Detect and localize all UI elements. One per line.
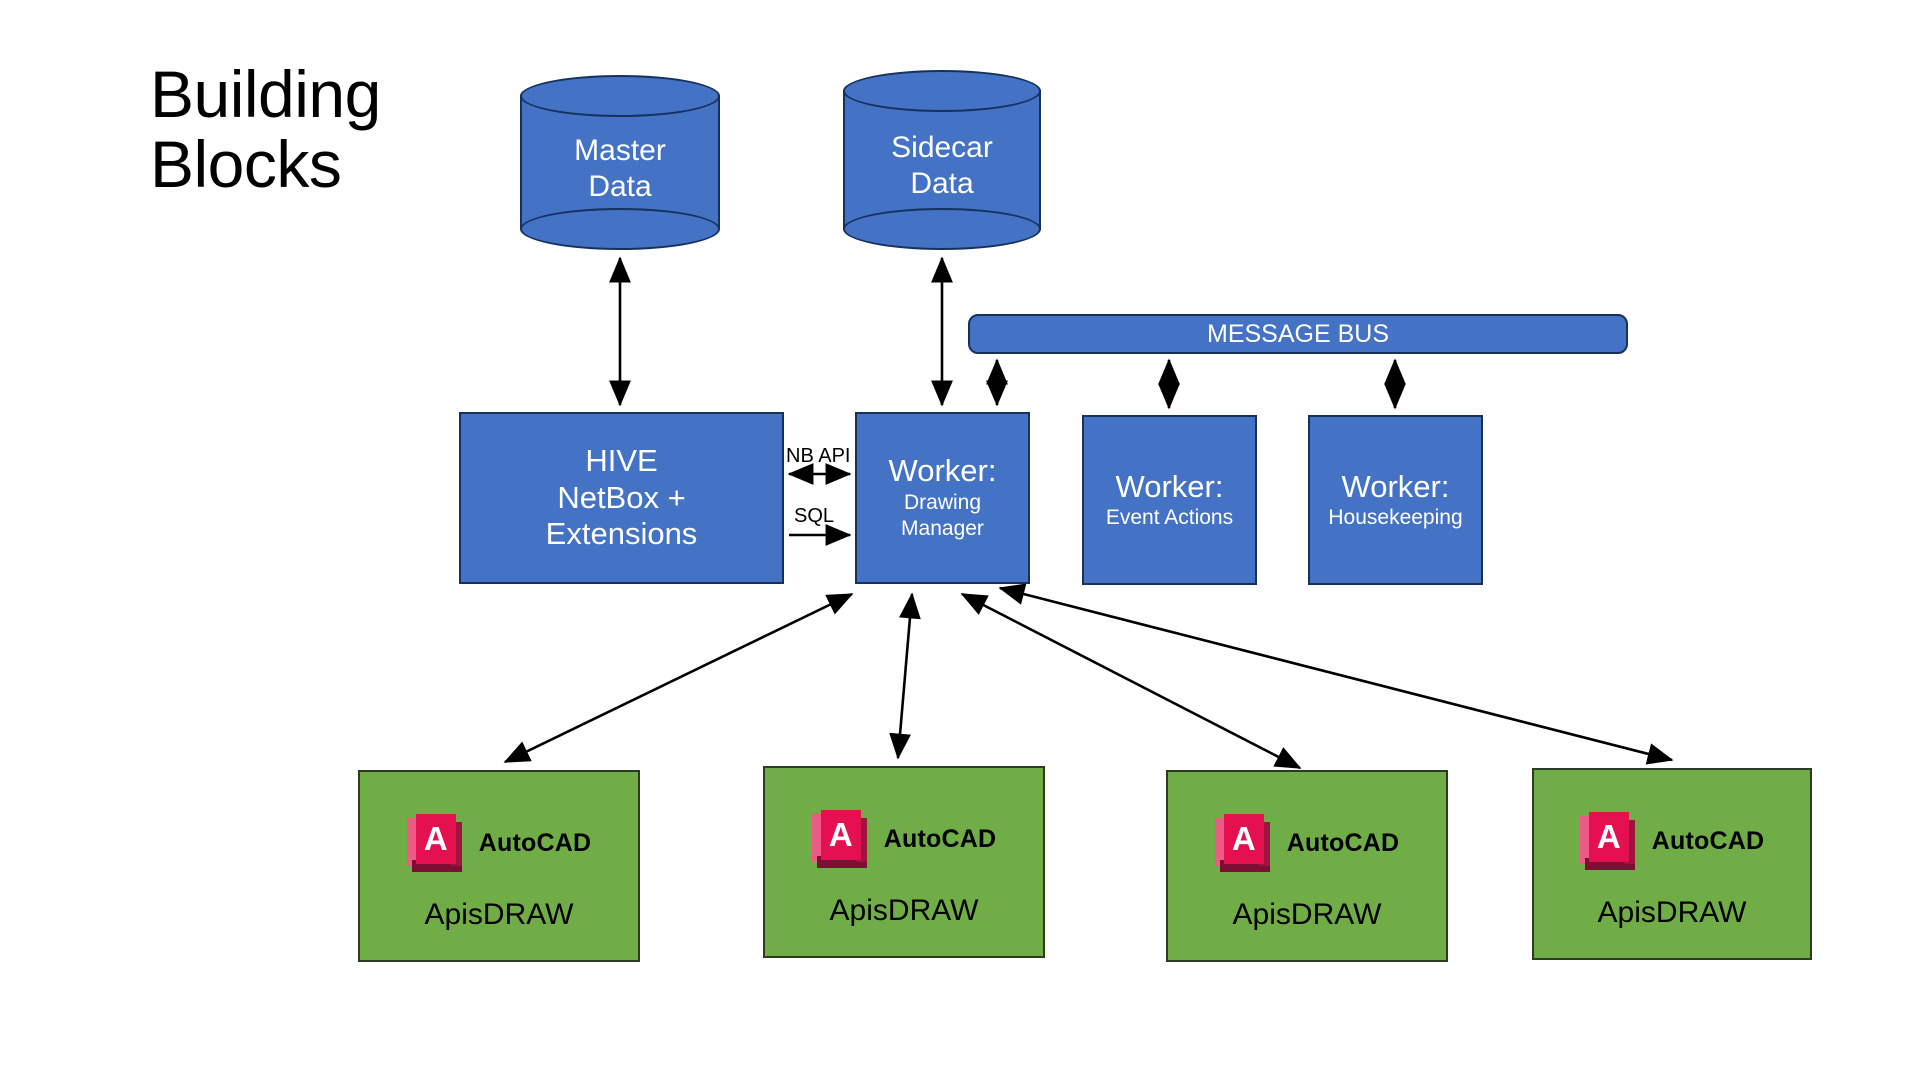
worker-housekeeping[interactable]: Worker: Housekeeping [1308,415,1483,585]
cylinder-bottom [843,208,1041,250]
connector-drawing-manager-to-client-1 [503,592,854,764]
hive-line-2: NetBox + [557,479,686,515]
worker-housekeeping-title: Worker: [1341,468,1450,504]
page-title-line-2: Blocks [150,126,342,201]
message-bus[interactable]: MESSAGE BUS [968,314,1628,354]
autocad-product-label: AutoCAD [1651,826,1765,855]
hive-line-3: Extensions [545,516,698,552]
worker-drawing-manager-sub-2: Manager [901,517,984,541]
sidecar-data-store-line-1: Sidecar [891,130,993,164]
apisdraw-label: ApisDRAW [424,898,574,931]
apisdraw-label: ApisDRAW [829,894,979,927]
worker-drawing-manager-sub-1: Drawing [903,491,982,515]
hive-netbox-node[interactable]: HIVE NetBox + Extensions [459,412,784,584]
autocad-logo-side [1623,820,1635,864]
worker-event-actions-title: Worker: [1115,468,1224,504]
sidecar-data-store-line-2: Data [910,166,974,200]
connector-drawing-manager-to-client-4 [998,583,1674,765]
autocad-logo-face: A [1223,814,1264,864]
autocad-logo-letter: A [423,819,448,857]
cylinder-top [843,70,1041,112]
autocad-client-3[interactable]: A AutoCAD ApisDRAW [1166,770,1448,962]
worker-event-actions-sub-1: Event Actions [1105,506,1234,530]
autocad-logo-side [855,818,867,862]
hive-line-1: HIVE [585,443,658,479]
autocad-brand-row: A AutoCAD [1168,814,1446,872]
page-title: Building Blocks [150,57,470,201]
sidecar-data-store[interactable]: Sidecar Data [843,70,1041,250]
master-data-store-line-2: Data [588,169,652,203]
page-title-line-1: Building [150,57,381,131]
autocad-product-label: AutoCAD [1286,828,1400,857]
master-data-store-label: Master Data [520,132,720,204]
autocad-brand-row: A AutoCAD [360,814,638,872]
apisdraw-label: ApisDRAW [1597,896,1747,929]
master-data-store-line-1: Master [574,133,666,167]
apisdraw-label: ApisDRAW [1232,898,1382,931]
autocad-brand-row: A AutoCAD [1534,812,1810,870]
cylinder-bottom [520,208,720,250]
autocad-logo-icon: A [406,814,465,872]
autocad-product-label: AutoCAD [883,824,997,853]
autocad-logo-letter: A [1231,819,1256,857]
autocad-logo-face: A [820,810,861,860]
sidecar-data-store-label: Sidecar Data [843,130,1041,202]
message-bus-label: MESSAGE BUS [1207,319,1389,348]
autocad-brand-row: A AutoCAD [765,810,1043,868]
autocad-client-1[interactable]: A AutoCAD ApisDRAW [358,770,640,962]
master-data-store[interactable]: Master Data [520,75,720,250]
autocad-logo-face: A [415,814,456,864]
worker-drawing-manager-title: Worker: [888,453,997,489]
autocad-client-2[interactable]: A AutoCAD ApisDRAW [763,766,1045,958]
cylinder-top [520,75,720,117]
autocad-logo-letter: A [1596,817,1621,855]
autocad-product-label: AutoCAD [478,828,592,857]
nb-api-label: NB API [786,445,851,467]
autocad-logo-icon: A [811,810,870,868]
autocad-logo-icon: A [1214,814,1273,872]
worker-drawing-manager[interactable]: Worker: Drawing Manager [855,412,1030,584]
connector-drawing-manager-to-client-2 [889,592,921,760]
autocad-logo-face: A [1588,812,1629,862]
autocad-logo-side [1258,822,1270,866]
worker-event-actions[interactable]: Worker: Event Actions [1082,415,1257,585]
autocad-client-4[interactable]: A AutoCAD ApisDRAW [1532,768,1812,960]
autocad-logo-icon: A [1579,812,1638,870]
worker-housekeeping-sub-1: Housekeeping [1328,506,1463,530]
sql-label: SQL [794,505,835,527]
cylinder-body [843,90,1041,230]
connector-drawing-manager-to-client-3 [960,592,1302,770]
autocad-logo-side [450,822,462,866]
autocad-logo-letter: A [828,815,853,853]
